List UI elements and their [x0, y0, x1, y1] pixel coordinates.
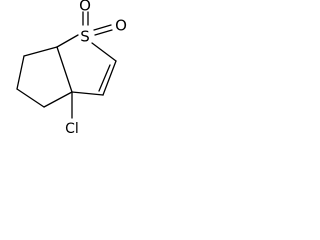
bond-c2-c3-double-inner: [98, 64, 111, 92]
bond-c3-c3a-ring: [71, 91, 104, 96]
bond-c3-c3a: [43, 91, 73, 108]
chemical-structure-diagram: S O O Cl: [16, 0, 127, 137]
bond-c3a-c6a: [56, 46, 73, 93]
bond-c6a-s: [56, 34, 79, 48]
bond-s-c2: [91, 42, 117, 62]
bond-s-o-right-b: [94, 29, 113, 36]
bond-c4-c3: [16, 88, 45, 108]
bond-c2-c3-double-outer: [102, 60, 117, 96]
oxygen-right-atom-label: O: [115, 17, 127, 35]
bond-c5-c4: [16, 55, 25, 90]
bond-s-o-right-a: [93, 24, 112, 31]
oxygen-top-atom-label: O: [79, 0, 91, 15]
bond-c6-c5: [23, 46, 58, 57]
sulfur-atom-label: S: [80, 28, 90, 46]
chlorine-atom-label: Cl: [65, 121, 79, 137]
